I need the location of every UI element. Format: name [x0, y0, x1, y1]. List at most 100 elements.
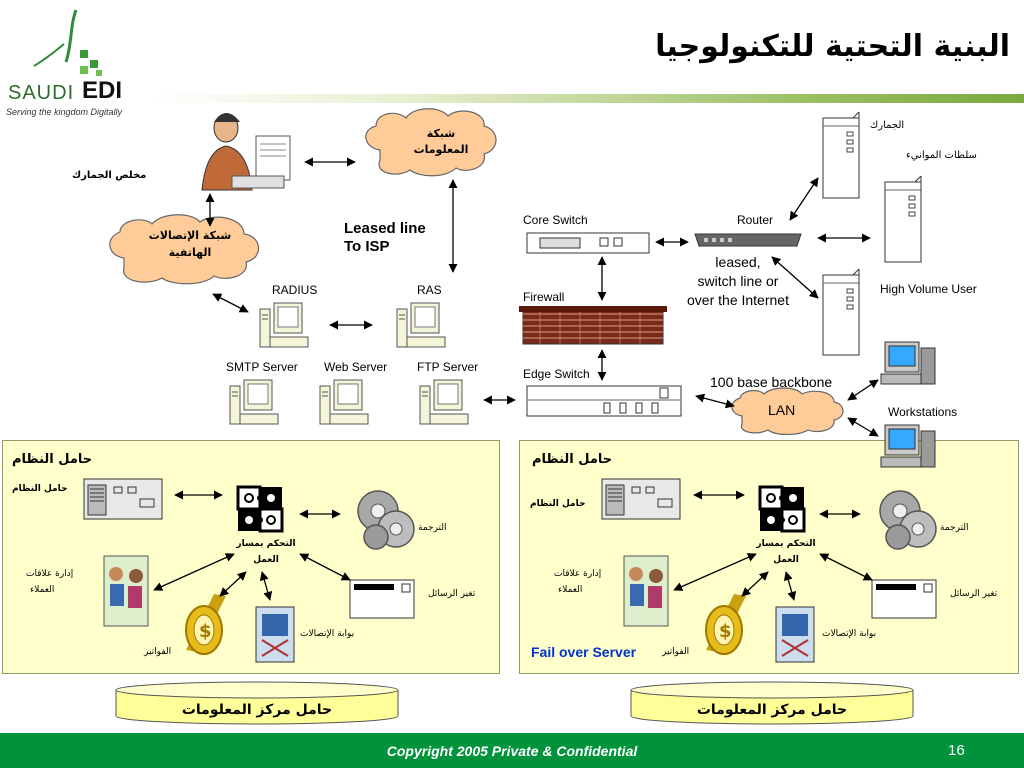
- panel-right-gateway-label: بوابة الإتصالات: [822, 629, 877, 639]
- slide-title: البنية التحتية للتكنولوجيا: [655, 29, 1010, 64]
- svg-text:$: $: [719, 621, 732, 642]
- ras-server-icon: [396, 302, 446, 348]
- panel-right-translation-label: الترجمة: [940, 523, 969, 533]
- logo-mark-icon: [33, 9, 102, 76]
- panel-right-message-label: تغير الرسائل: [950, 589, 998, 599]
- lan-label: LAN: [768, 402, 796, 418]
- panel-left-billing-label: الفواتير: [144, 647, 172, 657]
- leased-switch-label-1: leased,: [715, 254, 761, 270]
- panel-right-crm-label-1: إدارة علاقات: [554, 569, 602, 579]
- panel-left-header: حامل النظام: [12, 452, 93, 467]
- panel-right-workflow-label-2: العمل: [773, 555, 799, 565]
- panel-right-host-label: حامل النظام: [530, 499, 586, 509]
- communication-gateway-icon: [775, 606, 815, 663]
- leased-switch-label-2: switch line or: [697, 273, 779, 289]
- web-server-icon: [319, 379, 369, 425]
- workstation-icon: [880, 424, 936, 468]
- message-envelope-icon: [349, 579, 415, 619]
- telecom-network-label-2: الهاتفية: [168, 246, 212, 259]
- data-center-left-label: حامل مركز المعلومات: [181, 702, 333, 718]
- router-label: Router: [737, 213, 774, 227]
- system-host-icon: [601, 478, 681, 520]
- system-host-icon: [83, 478, 163, 520]
- panel-left-message-label: تغير الرسائل: [428, 589, 476, 599]
- firewall-icon: [519, 306, 667, 345]
- edge-switch-label: Edge Switch: [523, 367, 590, 381]
- data-center-cylinder-left: [115, 681, 399, 725]
- panel-left-translation-label: الترجمة: [418, 523, 447, 533]
- translation-gears-icon: [879, 490, 937, 550]
- data-center-right: حامل مركز المعلومات: [631, 690, 913, 724]
- high-volume-user-label: High Volume User: [880, 282, 977, 296]
- info-network-label-2: المعلومات: [413, 143, 469, 156]
- data-center-right-label: حامل مركز المعلومات: [696, 702, 848, 718]
- core-switch-icon: [526, 232, 650, 254]
- customs-server-icon: [822, 111, 860, 199]
- smtp-server-icon: [229, 379, 279, 425]
- telecom-network-cloud: [109, 214, 260, 285]
- panel-left-gateway-label: بوابة الإتصالات: [300, 629, 355, 639]
- svg-text:$: $: [199, 621, 212, 642]
- footer-bar: [0, 733, 1024, 768]
- communication-gateway-icon: [255, 606, 295, 663]
- backbone-label: 100 base backbone: [710, 374, 833, 390]
- telecom-network-label-1: شبكة الإتصالات: [148, 229, 232, 242]
- router-icon: [694, 233, 802, 247]
- billing-dollar-icon: $: [185, 594, 226, 655]
- customs-label: الجمارك: [870, 120, 905, 131]
- customs-broker-icon: [201, 113, 291, 191]
- panel-left-crm-label-1: إدارة علاقات: [26, 569, 74, 579]
- crm-people-icon: [103, 555, 149, 627]
- panel-left-host-label: حامل النظام: [12, 484, 68, 494]
- data-center-left: حامل مركز المعلومات: [116, 690, 398, 724]
- firewall-label: Firewall: [523, 290, 565, 304]
- billing-dollar-icon: $: [705, 594, 746, 655]
- panel-left-workflow-label-1: التحكم بمسار: [236, 539, 296, 549]
- edge-switch-icon: [526, 385, 682, 417]
- title-divider: [148, 94, 1024, 103]
- workstation-icon: [880, 341, 936, 385]
- footer-copyright: Copyright 2005 Private & Confidential: [386, 743, 638, 759]
- logo-tagline: Serving the kingdom Digitally: [6, 107, 123, 117]
- panel-right-header: حامل النظام: [532, 452, 613, 467]
- radius-label: RADIUS: [272, 283, 318, 297]
- panel-right-billing-label: الفواتير: [662, 647, 690, 657]
- leased-switch-label-3: over the Internet: [687, 292, 789, 308]
- saudi-edi-logo: SAUDI EDI Serving the kingdom Digitally: [4, 4, 144, 120]
- logo-brand-right: EDI: [82, 77, 123, 104]
- logo-brand-left: SAUDI: [8, 82, 75, 104]
- info-network-label-1: شبكة: [426, 127, 456, 140]
- message-envelope-icon: [871, 579, 937, 619]
- ras-label: RAS: [417, 283, 442, 297]
- core-switch-label: Core Switch: [523, 213, 588, 227]
- panel-right-workflow-label-1: التحكم بمسار: [756, 539, 816, 549]
- network-arrows: [205, 157, 879, 437]
- ftp-server-label: FTP Server: [417, 360, 479, 374]
- failover-server-label: Fail over Server: [531, 644, 637, 660]
- high-volume-user-server-icon: [822, 268, 860, 356]
- translation-gears-icon: [357, 490, 415, 550]
- web-server-label: Web Server: [324, 360, 388, 374]
- page-number: 16: [948, 742, 965, 759]
- ports-authority-server-icon: [884, 175, 922, 263]
- data-center-cylinder-right: [630, 681, 914, 725]
- ftp-server-icon: [419, 379, 469, 425]
- crm-people-icon: [623, 555, 669, 627]
- workstations-label: Workstations: [888, 405, 958, 419]
- panel-left-workflow-label-2: العمل: [253, 555, 279, 565]
- customs-broker-label: مخلص الجمارك: [72, 170, 147, 181]
- radius-server-icon: [259, 302, 309, 348]
- leased-line-label-1: Leased line: [344, 220, 426, 237]
- ports-authority-label: سلطات الموانيء: [906, 150, 977, 161]
- smtp-server-label: SMTP Server: [226, 360, 298, 374]
- panel-right-crm-label-2: العملاء: [558, 585, 583, 595]
- leased-line-label-2: To ISP: [344, 238, 390, 255]
- panel-right-graphics: $: [601, 478, 937, 663]
- lan-cloud: [731, 387, 844, 436]
- panel-left-graphics: $: [83, 478, 415, 663]
- info-network-cloud: [365, 108, 497, 177]
- workflow-puzzle-icon: [758, 485, 806, 533]
- workflow-puzzle-icon: [236, 485, 284, 533]
- panel-left-crm-label-2: العملاء: [30, 585, 55, 595]
